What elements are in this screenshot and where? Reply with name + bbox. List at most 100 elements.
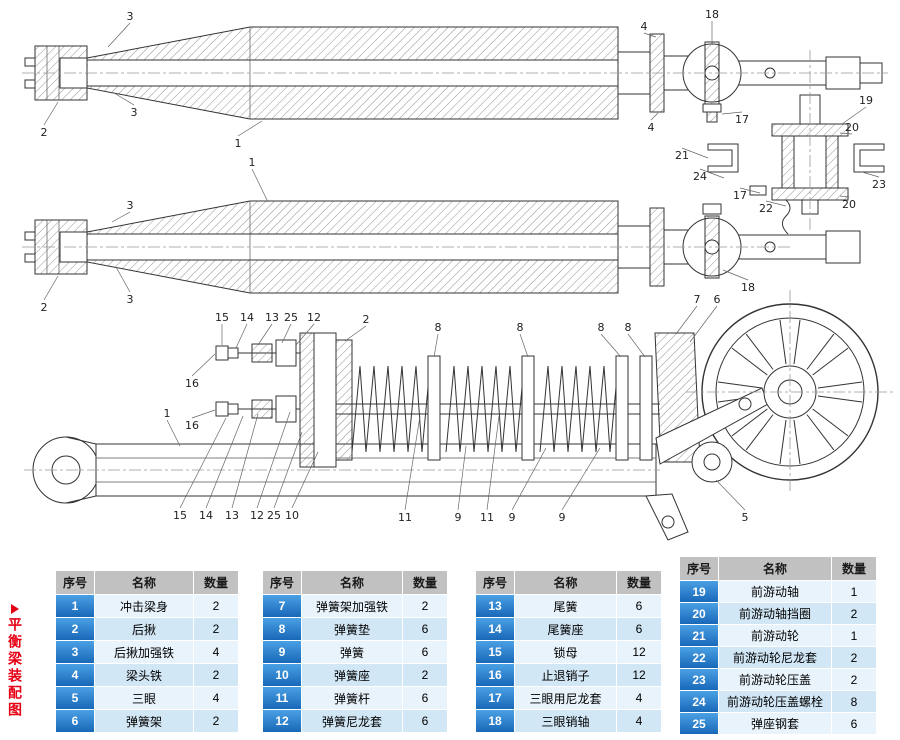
callout-label: 4 (648, 121, 655, 134)
part-no: 6 (56, 710, 94, 732)
callout-label: 16 (185, 419, 199, 432)
part-no: 17 (476, 687, 514, 709)
col-header-name: 名称 (95, 571, 193, 594)
callout-label: 10 (285, 509, 299, 522)
callout-label: 9 (455, 511, 462, 524)
part-qty: 2 (194, 664, 238, 686)
col-header-name: 名称 (719, 557, 831, 580)
callout-leader (404, 415, 421, 511)
part-no: 9 (263, 641, 301, 663)
part-no: 18 (476, 710, 514, 732)
callout-leader (113, 92, 135, 106)
callout-label: 6 (714, 293, 721, 306)
part-name: 后揪加强铁 (95, 641, 193, 663)
callout-label: 9 (509, 511, 516, 524)
callout-label: 18 (705, 8, 719, 21)
part-no: 20 (680, 603, 718, 624)
callout-leader (675, 305, 698, 335)
callout-leader (721, 111, 743, 115)
callout-leader (295, 323, 315, 346)
part-qty: 6 (617, 618, 661, 640)
callout-leader (205, 415, 244, 509)
table-header-row: 序号名称数量 (475, 571, 661, 594)
part-qty: 6 (403, 618, 447, 640)
part-no: 5 (56, 687, 94, 709)
part-name: 后揪 (95, 618, 193, 640)
callout-leader (191, 409, 216, 419)
part-qty: 1 (832, 625, 876, 646)
part-qty: 12 (617, 641, 661, 663)
table-header-row: 序号名称数量 (262, 571, 447, 594)
callout-leader (179, 417, 227, 509)
callout-label: 3 (127, 10, 134, 23)
col-header-name: 名称 (515, 571, 616, 594)
part-name: 弹簧架加强铁 (302, 595, 402, 617)
part-name: 尾簧 (515, 595, 616, 617)
callout-leader (166, 419, 181, 447)
callout-leader (273, 431, 303, 509)
callout-label: 12 (307, 311, 321, 324)
part-no: 15 (476, 641, 514, 663)
center-lines (22, 50, 894, 494)
part-name: 锁母 (515, 641, 616, 663)
callout-leader (722, 269, 749, 281)
callout-leader (235, 323, 248, 349)
part-name: 前游动轮尼龙套 (719, 647, 831, 668)
callout-label: 8 (625, 321, 632, 334)
callout-label: 19 (859, 94, 873, 107)
title-arrow-icon (11, 604, 19, 614)
part-name: 冲击梁身 (95, 595, 193, 617)
drawing-title: 平衡梁装配图 (5, 604, 25, 719)
part-no: 16 (476, 664, 514, 686)
part-qty: 4 (617, 710, 661, 732)
callout-label: 14 (199, 509, 213, 522)
table-header-row: 序号名称数量 (679, 557, 876, 580)
callout-leader (281, 323, 292, 344)
callout-label: 13 (225, 509, 239, 522)
callout-leader (191, 353, 216, 377)
part-qty: 4 (617, 687, 661, 709)
part-qty: 8 (832, 691, 876, 712)
part-name: 三眼销轴 (515, 710, 616, 732)
callout-leader (765, 200, 787, 207)
assembly-drawing: 3231418417192021232024221713231815141325… (22, 8, 894, 541)
part-qty: 4 (194, 641, 238, 663)
callout-label: 12 (250, 509, 264, 522)
callout-leader (841, 106, 867, 125)
part-qty: 6 (617, 595, 661, 617)
part-qty: 2 (403, 595, 447, 617)
part-qty: 6 (832, 713, 876, 734)
spring-assembly-view (32, 332, 701, 504)
part-name: 弹簧 (302, 641, 402, 663)
part-no: 12 (263, 710, 301, 732)
callout-label: 2 (363, 313, 370, 326)
callout-label: 2 (41, 301, 48, 314)
part-name: 前游动轴 (719, 581, 831, 602)
part-qty: 4 (194, 687, 238, 709)
callout-label: 21 (675, 149, 689, 162)
part-name: 弹座钢套 (719, 713, 831, 734)
part-name: 弹簧尼龙套 (302, 710, 402, 732)
part-qty: 2 (403, 664, 447, 686)
part-no: 23 (680, 669, 718, 690)
callout-leader (861, 171, 880, 178)
part-qty: 6 (403, 641, 447, 663)
callout-label: 13 (265, 311, 279, 324)
callout-label: 11 (480, 511, 494, 524)
callout-leader (43, 101, 59, 126)
callout-leader (650, 112, 659, 121)
callout-label: 7 (694, 293, 701, 306)
